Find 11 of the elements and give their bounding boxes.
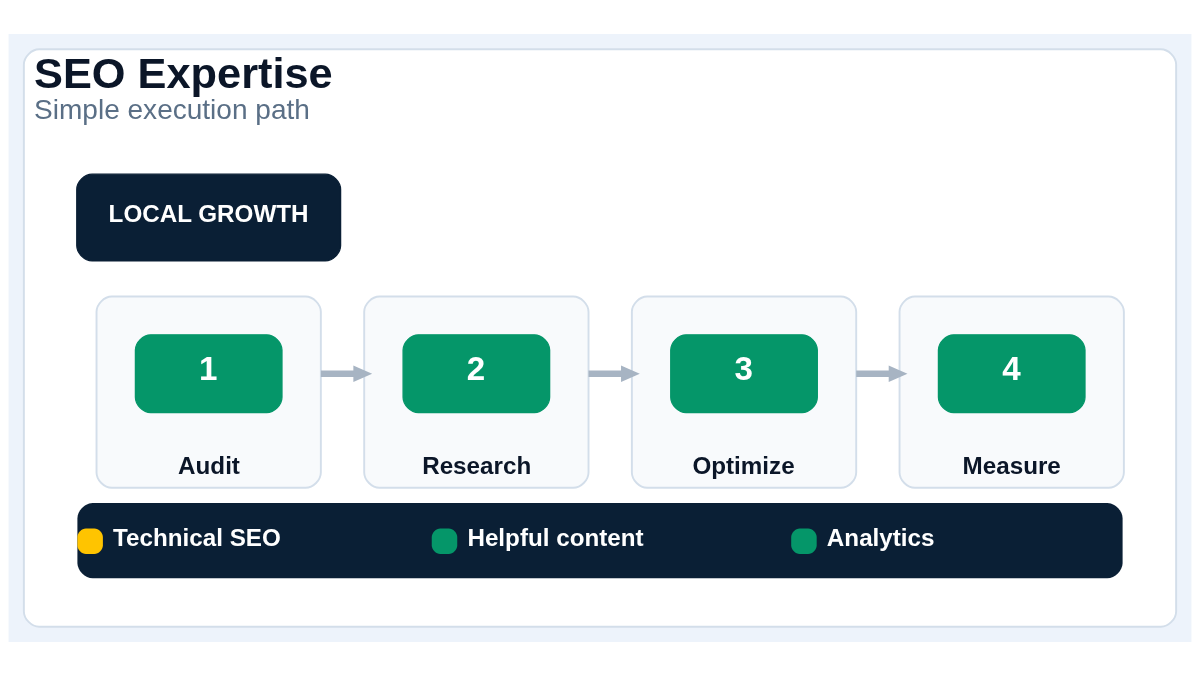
arrow	[856, 364, 908, 382]
node-box: 3	[670, 333, 818, 413]
legend-label: Analytics	[826, 523, 935, 551]
node-box: 1	[134, 333, 283, 413]
legend-label: Helpful content	[467, 523, 644, 551]
legend-label: Technical SEO	[113, 523, 281, 551]
arrow	[588, 364, 640, 382]
node-box: 4	[937, 333, 1086, 413]
node-box: LOCAL GROWTH	[76, 173, 342, 261]
arrow	[320, 364, 373, 382]
node-box: 2	[402, 333, 551, 413]
